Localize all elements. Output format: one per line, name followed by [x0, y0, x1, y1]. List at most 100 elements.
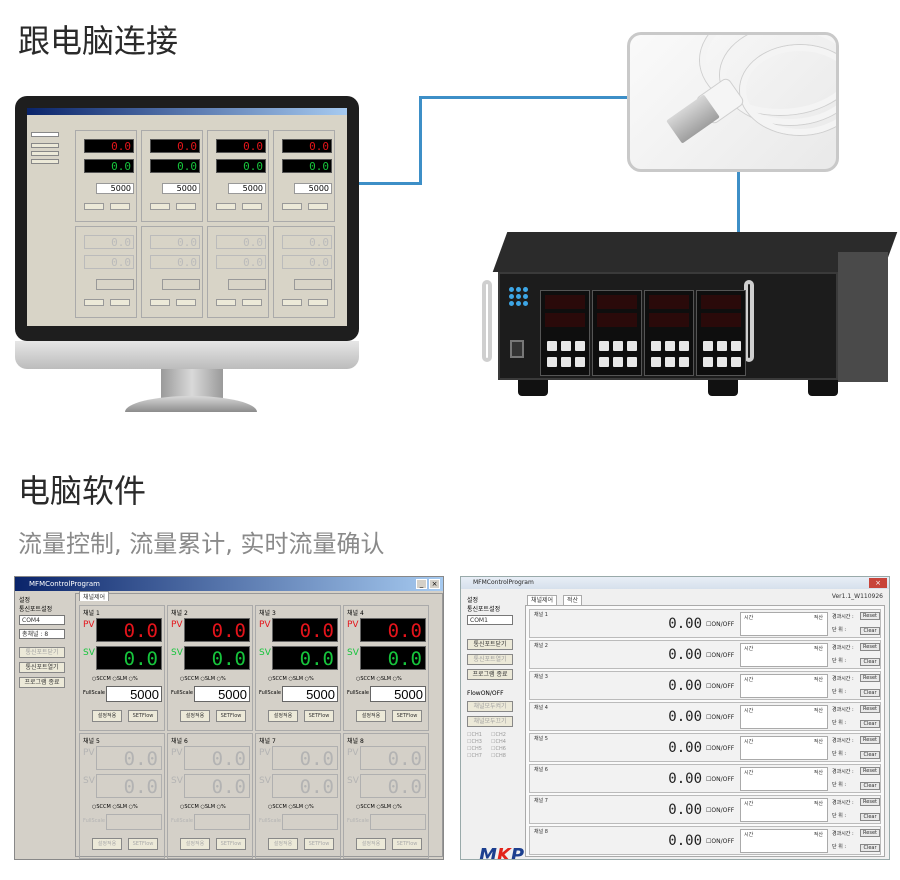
unit-radio-group[interactable]: ○SCCM ○SLM ○% [92, 804, 138, 810]
sv-display[interactable]: 0.0 [184, 774, 250, 798]
sv-display[interactable]: 0.0 [360, 774, 426, 798]
all-off-button[interactable]: 채널모두끄기 [467, 716, 513, 727]
apply-settings-button[interactable]: 설정적용 [180, 710, 210, 722]
clear-button[interactable]: Clear [860, 813, 880, 821]
reset-button[interactable]: Reset [860, 798, 880, 806]
fullscale-input[interactable] [282, 814, 338, 830]
mini-button [176, 299, 196, 306]
fullscale-input[interactable]: 5000 [370, 686, 426, 702]
onoff-checkbox[interactable]: ☐ON/OFF [706, 683, 735, 690]
unit-radio-group[interactable]: ○SCCM ○SLM ○% [92, 676, 138, 682]
apply-settings-button[interactable]: 설정적용 [180, 838, 210, 850]
mini-fullscale: 5000 [162, 183, 200, 194]
onoff-checkbox[interactable]: ☐ON/OFF [706, 652, 735, 659]
clear-button[interactable]: Clear [860, 720, 880, 728]
unit-radio-group[interactable]: ○SCCM ○SLM ○% [268, 676, 314, 682]
unit-radio-group[interactable]: ○SCCM ○SLM ○% [180, 676, 226, 682]
setflow-button[interactable]: SETFlow [392, 838, 422, 850]
apply-settings-button[interactable]: 설정적용 [268, 838, 298, 850]
minimize-button[interactable]: _ [416, 579, 427, 589]
close-button[interactable]: × [869, 578, 887, 588]
setflow-button[interactable]: SETFlow [304, 710, 334, 722]
setflow-button[interactable]: SETFlow [216, 838, 246, 850]
clear-button[interactable]: Clear [860, 782, 880, 790]
mini-sv-display: 0.0 [84, 159, 134, 173]
channel-title: 채널 1 [83, 610, 100, 617]
exit-program-button[interactable]: 프로그램 종료 [19, 677, 65, 688]
fullscale-input[interactable] [370, 814, 426, 830]
channel-checkbox[interactable]: ☐CH8 [491, 753, 506, 759]
apply-settings-button[interactable]: 설정적용 [356, 838, 386, 850]
sv-display[interactable]: 0.0 [184, 646, 250, 670]
unit-radio-group[interactable]: ○SCCM ○SLM ○% [180, 804, 226, 810]
channel-checkbox[interactable]: ☐CH6 [491, 746, 506, 752]
tab-channel-control[interactable]: 채널제어 [79, 591, 110, 601]
clear-button[interactable]: Clear [860, 751, 880, 759]
mini-sv-display: 0.0 [84, 255, 134, 269]
setflow-button[interactable]: SETFlow [128, 838, 158, 850]
fullscale-input[interactable] [194, 814, 250, 830]
reset-button[interactable]: Reset [860, 736, 880, 744]
reset-button[interactable]: Reset [860, 705, 880, 713]
clear-button[interactable]: Clear [860, 658, 880, 666]
sv-display[interactable]: 0.0 [96, 646, 162, 670]
sv-label: SV [171, 648, 183, 658]
port-select[interactable]: COM4 [19, 615, 65, 625]
onoff-checkbox[interactable]: ☐ON/OFF [706, 807, 735, 814]
all-on-button[interactable]: 채널모두켜기 [467, 701, 513, 712]
apply-settings-button[interactable]: 설정적용 [92, 838, 122, 850]
setflow-button[interactable]: SETFlow [392, 710, 422, 722]
clear-button[interactable]: Clear [860, 689, 880, 697]
setflow-button[interactable]: SETFlow [128, 710, 158, 722]
channel-checkbox[interactable]: ☐CH2 [491, 732, 506, 738]
apply-settings-button[interactable]: 설정적용 [268, 710, 298, 722]
port-select[interactable]: COM1 [467, 615, 513, 625]
fullscale-input[interactable]: 5000 [106, 686, 162, 702]
channel-checkbox[interactable]: ☐CH5 [467, 746, 482, 752]
channel-checkbox[interactable]: ☐CH7 [467, 753, 482, 759]
onoff-checkbox[interactable]: ☐ON/OFF [706, 745, 735, 752]
fullscale-input[interactable]: 5000 [194, 686, 250, 702]
close-button[interactable]: × [429, 579, 440, 589]
channel-checkbox[interactable]: ☐CH1 [467, 732, 482, 738]
tab-totalizer[interactable]: 적산 [563, 595, 583, 606]
reset-button[interactable]: Reset [860, 829, 880, 837]
flow-value: 0.00 [668, 740, 702, 756]
mini-button [216, 299, 236, 306]
onoff-checkbox[interactable]: ☐ON/OFF [706, 714, 735, 721]
sv-display[interactable]: 0.0 [360, 646, 426, 670]
sv-display[interactable]: 0.0 [96, 774, 162, 798]
unit-radio-group[interactable]: ○SCCM ○SLM ○% [356, 676, 402, 682]
reset-button[interactable]: Reset [860, 674, 880, 682]
port-open-button[interactable]: 통신포트열기 [19, 662, 65, 673]
exit-program-button[interactable]: 프로그램 종료 [467, 669, 513, 680]
channel-checkbox[interactable]: ☐CH4 [491, 739, 506, 745]
setflow-button[interactable]: SETFlow [216, 710, 246, 722]
onoff-checkbox[interactable]: ☐ON/OFF [706, 838, 735, 845]
setflow-button[interactable]: SETFlow [304, 838, 334, 850]
fullscale-input[interactable]: 5000 [282, 686, 338, 702]
apply-settings-button[interactable]: 설정적용 [92, 710, 122, 722]
onoff-checkbox[interactable]: ☐ON/OFF [706, 776, 735, 783]
reset-button[interactable]: Reset [860, 767, 880, 775]
channel-checkbox[interactable]: ☐CH3 [467, 739, 482, 745]
sv-label: SV [83, 776, 95, 786]
unit-radio-group[interactable]: ○SCCM ○SLM ○% [268, 804, 314, 810]
reset-button[interactable]: Reset [860, 612, 880, 620]
port-close-button[interactable]: 통신포트닫기 [19, 647, 65, 658]
clear-button[interactable]: Clear [860, 844, 880, 852]
sv-display[interactable]: 0.0 [272, 646, 338, 670]
fullscale-input[interactable] [106, 814, 162, 830]
unit-radio-group[interactable]: ○SCCM ○SLM ○% [356, 804, 402, 810]
port-close-button[interactable]: 통신포트닫기 [467, 639, 513, 650]
port-open-button[interactable]: 통신포트열기 [467, 654, 513, 665]
clear-button[interactable]: Clear [860, 627, 880, 635]
reset-button[interactable]: Reset [860, 643, 880, 651]
onoff-checkbox[interactable]: ☐ON/OFF [706, 621, 735, 628]
tab-channel-control[interactable]: 채널제어 [527, 595, 558, 606]
apply-settings-button[interactable]: 설정적용 [356, 710, 386, 722]
sv-display[interactable]: 0.0 [272, 774, 338, 798]
